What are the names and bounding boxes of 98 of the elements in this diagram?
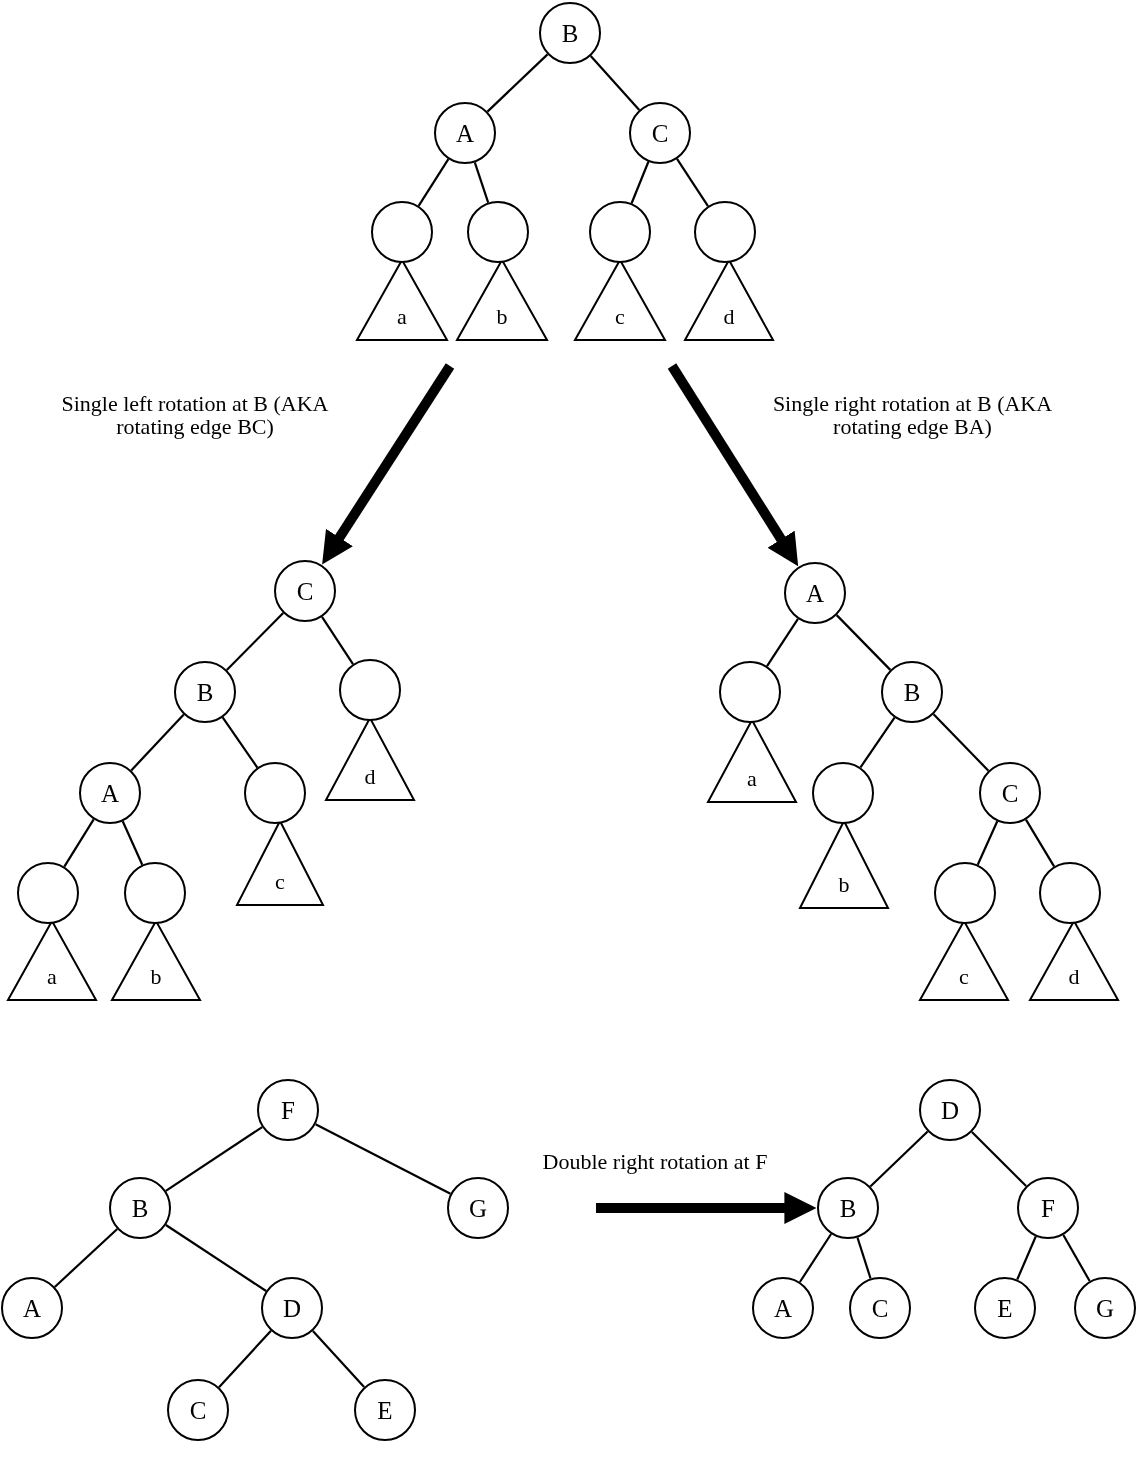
tree-node-circle: [784, 562, 846, 624]
node-label: B: [196, 679, 214, 705]
connector-line: [221, 716, 259, 769]
connector-line: [486, 53, 549, 113]
tree-node-circle: [174, 661, 236, 723]
subtree-triangle: [457, 260, 547, 340]
node-label: c: [614, 306, 626, 328]
node-label: b: [149, 966, 163, 988]
node-label: a: [746, 768, 758, 790]
tree-node-circle: [979, 762, 1041, 824]
node-label: c: [274, 871, 286, 893]
connector-line: [971, 1131, 1027, 1187]
subtree-triangle: [575, 260, 665, 340]
node-label: d: [1067, 966, 1081, 988]
node-label: C: [651, 120, 669, 146]
subtree-triangle: [237, 821, 323, 905]
connector-line: [630, 161, 650, 204]
connector-line: [856, 1237, 872, 1279]
node-label: A: [22, 1295, 42, 1321]
subtree-triangle: [1030, 921, 1118, 1000]
connector-line: [321, 616, 354, 665]
connector-line: [835, 614, 892, 671]
node-label: B: [903, 679, 921, 705]
node-label: G: [468, 1195, 488, 1221]
connector-line: [798, 1233, 833, 1283]
node-label: D: [282, 1295, 302, 1321]
node-label: C: [871, 1295, 889, 1321]
subtree-triangle: [8, 921, 96, 1000]
connector-line: [589, 55, 641, 111]
tree-node-circle: [79, 762, 141, 824]
node-label: d: [363, 766, 377, 788]
node-label: G: [1095, 1295, 1115, 1321]
subtree-triangle: [357, 260, 447, 340]
node-label: E: [997, 1295, 1013, 1321]
node-label: a: [46, 966, 58, 988]
connector-line: [165, 1224, 267, 1292]
connector-line: [1016, 1236, 1037, 1280]
tree-node-circle: [109, 1177, 171, 1239]
node-label: A: [805, 580, 825, 606]
node-label: D: [940, 1097, 960, 1123]
connector-line: [130, 713, 185, 772]
tree-node-circle: [257, 1079, 319, 1141]
connector-line: [932, 713, 990, 772]
connector-line: [676, 158, 709, 207]
node-label: A: [100, 780, 120, 806]
tree-node-circle: [434, 102, 496, 164]
node-label: F: [1041, 1195, 1055, 1221]
node-label: A: [773, 1295, 793, 1321]
connector-line: [226, 612, 284, 671]
arrow: [667, 363, 799, 567]
node-label: B: [839, 1195, 857, 1221]
tree-node-circle: [1017, 1177, 1079, 1239]
connector-line: [54, 1228, 118, 1288]
connector-line: [315, 1123, 451, 1195]
node-label: b: [495, 306, 509, 328]
connector-line: [218, 1330, 272, 1388]
node-label: C: [296, 578, 314, 604]
connector-line: [976, 820, 999, 866]
tree-node-circle: [1, 1277, 63, 1339]
node-label: a: [396, 306, 408, 328]
arrow: [596, 1192, 817, 1224]
tree-node-circle: [817, 1177, 879, 1239]
node-label: B: [131, 1195, 149, 1221]
node-label: C: [1001, 780, 1019, 806]
connector-line: [859, 716, 896, 769]
node-label: b: [837, 874, 851, 896]
node-label: E: [377, 1397, 393, 1423]
connector-line: [473, 162, 490, 203]
subtree-triangle: [326, 718, 414, 800]
tree-node-circle: [274, 560, 336, 622]
connector-line: [417, 158, 450, 207]
subtree-triangle: [112, 921, 200, 1000]
node-label: B: [561, 20, 579, 46]
tree-node-circle: [354, 1379, 416, 1441]
connector-line: [121, 820, 144, 866]
connector-line: [63, 818, 95, 868]
arrow: [322, 363, 455, 565]
subtree-triangle: [800, 821, 888, 908]
tree-node-circle: [881, 661, 943, 723]
subtree-triangle: [685, 260, 773, 340]
node-label: c: [958, 966, 970, 988]
node-label: d: [722, 306, 736, 328]
tree-node-circle: [261, 1277, 323, 1339]
connector-line: [165, 1126, 263, 1192]
node-label: F: [281, 1097, 295, 1123]
connector-line: [312, 1330, 365, 1388]
tree-node-circle: [629, 102, 691, 164]
tree-node-circle: [539, 2, 601, 64]
tree-node-circle: [167, 1379, 229, 1441]
node-label: C: [189, 1397, 207, 1423]
node-label: A: [455, 120, 475, 146]
connector-line: [766, 618, 799, 667]
connector-line: [1025, 819, 1055, 867]
subtree-triangle: [920, 921, 1008, 1000]
connector-line: [1062, 1234, 1091, 1282]
subtree-triangle: [708, 720, 796, 802]
connector-line: [869, 1130, 929, 1188]
tree-node-circle: [919, 1079, 981, 1141]
